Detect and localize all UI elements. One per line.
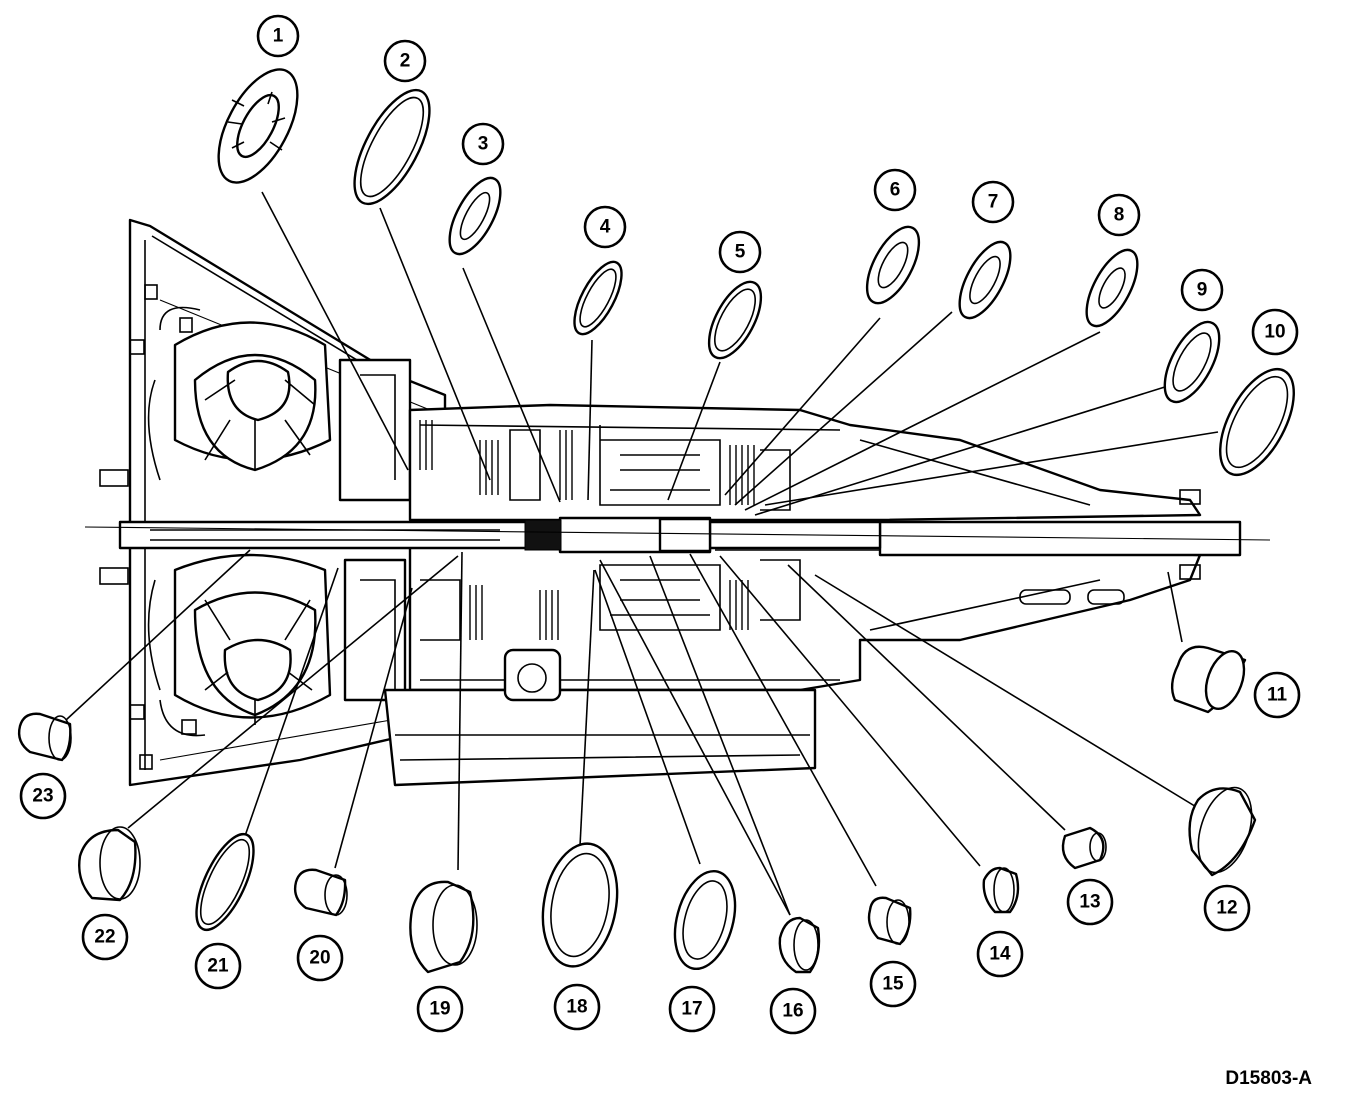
thrust-washer-9 [1163,320,1221,404]
thrust-washer-2 [353,88,431,206]
thrust-washer-5 [707,280,763,360]
svg-text:20: 20 [309,948,330,969]
svg-text:8: 8 [1114,205,1125,226]
callout-17: 17 [668,985,716,1033]
bushing-16 [778,916,821,974]
callout-3: 3 [461,122,505,166]
callout-8: 8 [1097,193,1141,237]
callout-4: 4 [583,205,627,249]
bushing-19 [409,880,478,974]
callout-2: 2 [383,39,427,83]
svg-text:13: 13 [1079,892,1100,913]
svg-text:11: 11 [1267,685,1288,706]
svg-text:18: 18 [566,997,587,1018]
svg-text:3: 3 [478,134,489,155]
svg-text:6: 6 [890,180,901,201]
bushing-11 [1170,645,1247,714]
bushing-15 [867,896,912,946]
svg-text:21: 21 [207,956,229,977]
svg-text:23: 23 [32,786,53,807]
callout-9: 9 [1180,268,1224,312]
thrust-washer-8 [1085,248,1139,328]
callout-13: 13 [1066,878,1114,926]
svg-text:4: 4 [600,217,611,238]
thrust-washer-3 [448,176,502,256]
bushing-14 [982,866,1020,914]
svg-text:12: 12 [1216,898,1237,919]
callout-1: 1 [256,14,300,58]
callout-18: 18 [553,983,601,1031]
callout-11: 11 [1253,671,1301,719]
callout-22: 22 [81,913,129,961]
svg-text:5: 5 [735,242,746,263]
bushing-17 [673,869,737,971]
thrust-washer-4 [573,260,623,336]
bushing-13 [1061,826,1107,870]
callout-15: 15 [869,960,917,1008]
callout-10: 10 [1251,308,1299,356]
callout-6: 6 [873,168,917,212]
bushing-23 [17,712,72,762]
svg-text:15: 15 [882,974,904,995]
callout-23: 23 [19,772,67,820]
thrust-washer-10 [1219,367,1295,477]
svg-text:16: 16 [782,1001,803,1022]
callout-12: 12 [1203,884,1251,932]
svg-text:9: 9 [1197,280,1208,301]
callout-7: 7 [971,180,1015,224]
svg-text:10: 10 [1264,322,1285,343]
thrust-washer-6 [865,225,921,305]
callout-5: 5 [718,230,762,274]
bushing-22 [78,826,141,902]
callout-21: 21 [194,942,242,990]
svg-text:22: 22 [94,927,115,948]
svg-text:7: 7 [988,192,999,213]
svg-text:17: 17 [681,999,702,1020]
figure-id-label: D15803-A [1225,1068,1312,1089]
thrust-washer-1 [217,68,299,184]
svg-text:14: 14 [989,944,1011,965]
svg-text:1: 1 [273,26,284,47]
thrust-washer-7 [958,240,1012,320]
callout-14: 14 [976,930,1024,978]
bushing-20 [293,868,348,917]
callout-19: 19 [416,985,464,1033]
callout-20: 20 [296,934,344,982]
bushing-21 [195,832,255,932]
leader-lines [65,191,1219,916]
bushing-12 [1188,786,1257,877]
svg-text:19: 19 [429,999,450,1020]
bushing-18 [541,842,619,968]
callout-16: 16 [769,987,817,1035]
svg-text:2: 2 [400,51,411,72]
